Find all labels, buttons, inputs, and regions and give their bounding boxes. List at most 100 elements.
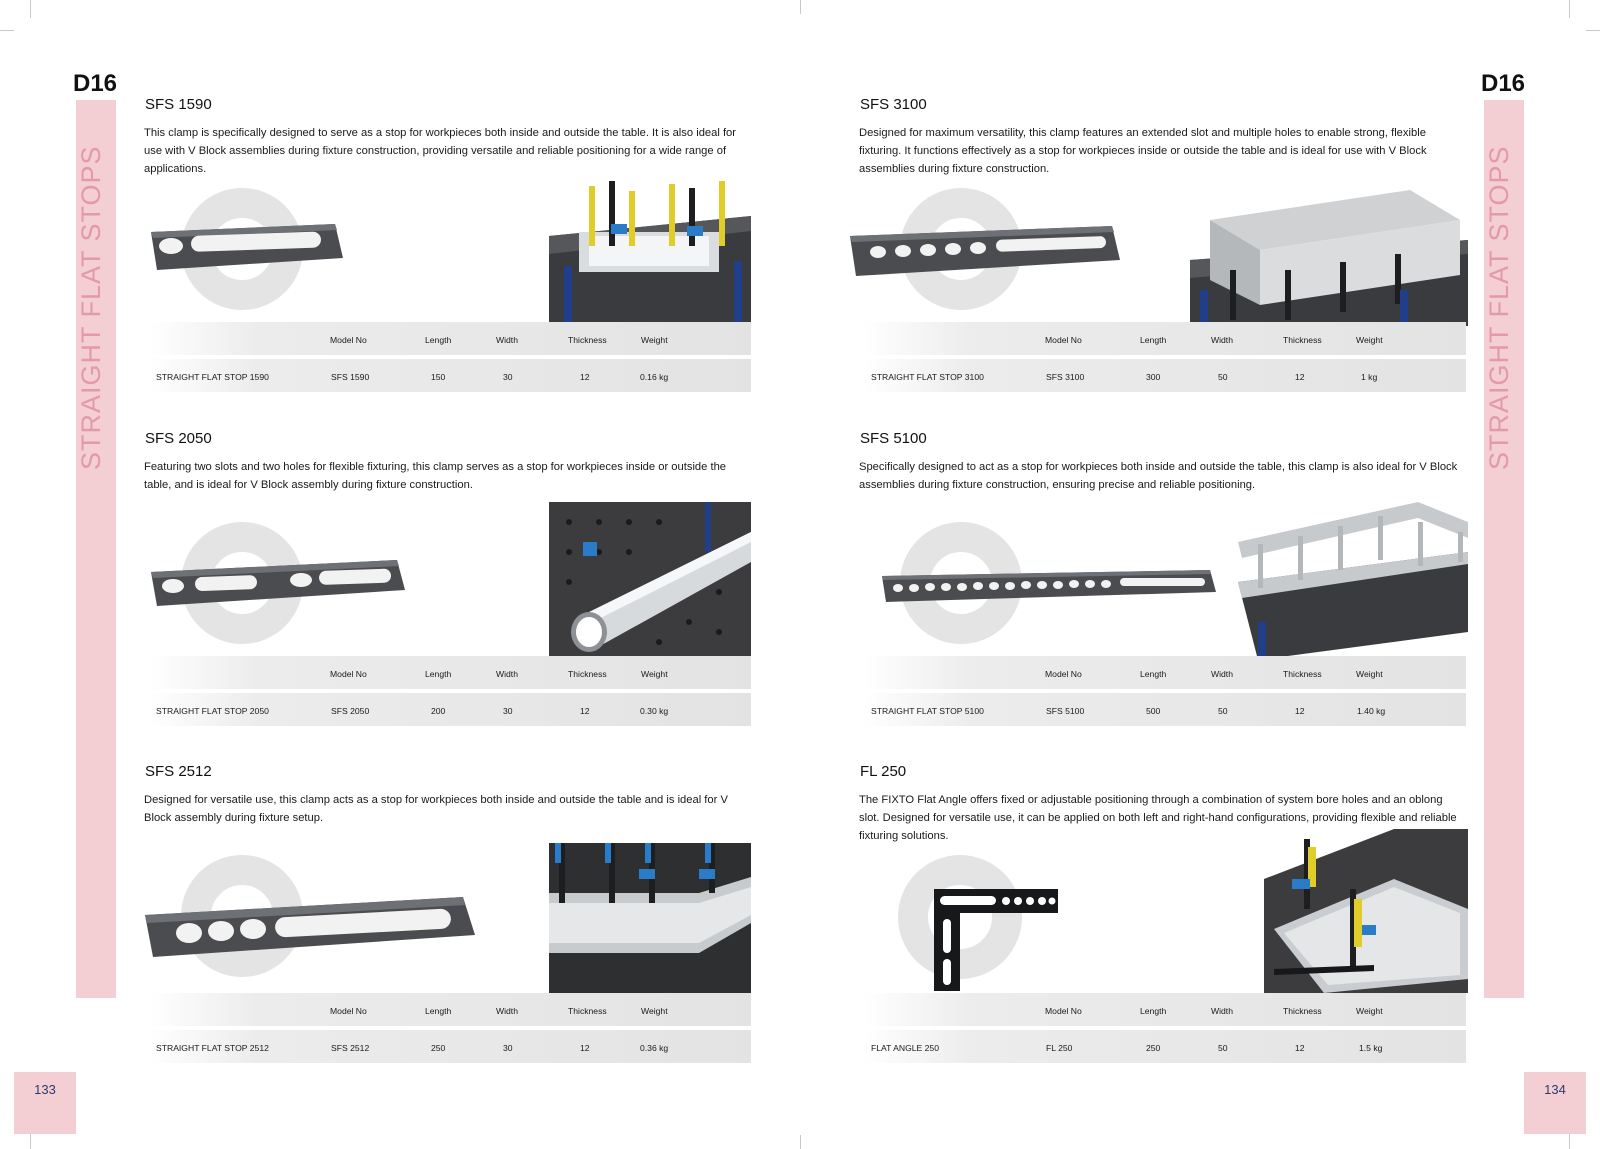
header-weight: Weight <box>1356 1006 1383 1016</box>
cell-width: 30 <box>503 372 513 382</box>
header-width: Width <box>496 669 518 679</box>
header-model-no: Model No <box>330 669 367 679</box>
product-description: Featuring two slots and two holes for fl… <box>144 461 727 491</box>
product-sfs-1590: SFS 1590 This clamp is specifically desi… <box>141 96 751 426</box>
header-model-no: Model No <box>330 1006 367 1016</box>
cell-weight: 1.40 kg <box>1357 706 1386 716</box>
header-weight: Weight <box>1356 669 1383 679</box>
header-weight: Weight <box>641 335 668 345</box>
header-weight: Weight <box>1356 335 1383 345</box>
spec-data-row: STRAIGHT FLAT STOP 2512 SFS 2512 250 30 … <box>149 1030 751 1063</box>
cell-length: 500 <box>1146 706 1161 716</box>
cell-name: FLAT ANGLE 250 <box>871 1043 939 1053</box>
flat-stop-2512-icon <box>145 897 475 957</box>
product-sfs-2512: SFS 2512 Designed for versatile use, thi… <box>141 763 751 1093</box>
header-width: Width <box>1211 335 1233 345</box>
cell-width: 30 <box>503 706 513 716</box>
spec-header-row: Model No Length Width Thickness Weight <box>864 322 1466 355</box>
header-thickness: Thickness <box>568 335 607 345</box>
header-length: Length <box>1140 335 1167 345</box>
spec-header-row: Model No Length Width Thickness Weight <box>149 322 751 355</box>
product-sfs-2050: SFS 2050 Featuring two slots and two hol… <box>141 430 751 760</box>
header-length: Length <box>425 335 452 345</box>
flat-stop-3100-icon <box>850 226 1120 276</box>
cell-width: 50 <box>1218 372 1228 382</box>
cell-model-no: SFS 5100 <box>1046 706 1085 716</box>
product-description: Designed for maximum versatility, this c… <box>859 127 1427 175</box>
cell-thickness: 12 <box>580 706 590 716</box>
header-model-no: Model No <box>1045 669 1082 679</box>
cell-length: 300 <box>1146 372 1161 382</box>
cell-length: 250 <box>431 1043 446 1053</box>
header-width: Width <box>496 335 518 345</box>
cell-name: STRAIGHT FLAT STOP 1590 <box>156 372 269 382</box>
product-code: FL 250 <box>860 763 907 780</box>
product-fl-250: FL 250 The FIXTO Flat Angle offers fixed… <box>856 763 1468 1093</box>
crop-mark <box>1569 0 1570 18</box>
cell-model-no: SFS 2050 <box>331 706 370 716</box>
crop-mark <box>30 1131 31 1149</box>
header-weight: Weight <box>641 669 668 679</box>
header-thickness: Thickness <box>1283 335 1322 345</box>
welding-table-clamps-photo <box>549 176 751 326</box>
cell-width: 30 <box>503 1043 513 1053</box>
header-length: Length <box>1140 1006 1167 1016</box>
cell-model-no: SFS 1590 <box>331 372 370 382</box>
product-code: SFS 3100 <box>860 96 927 113</box>
spine-mark <box>800 0 801 14</box>
cell-weight: 0.36 kg <box>640 1043 669 1053</box>
header-width: Width <box>496 1006 518 1016</box>
flat-angle-250-icon <box>934 889 1058 991</box>
crop-mark <box>30 0 31 18</box>
cell-length: 250 <box>1146 1043 1161 1053</box>
crop-mark <box>1569 1131 1570 1149</box>
cell-name: STRAIGHT FLAT STOP 5100 <box>871 706 984 716</box>
section-title-left: STRAIGHT FLAT STOPS <box>76 145 106 470</box>
header-thickness: Thickness <box>1283 1006 1322 1016</box>
page-code-left: D16 <box>73 70 118 97</box>
spec-data-row: STRAIGHT FLAT STOP 1590 SFS 1590 150 30 … <box>149 359 751 392</box>
cell-thickness: 12 <box>580 1043 590 1053</box>
header-thickness: Thickness <box>1283 669 1322 679</box>
product-description: Specifically designed to act as a stop f… <box>859 461 1458 491</box>
page-number-right: 134 <box>1524 1072 1586 1134</box>
header-model-no: Model No <box>1045 335 1082 345</box>
header-width: Width <box>1211 1006 1233 1016</box>
spec-data-row: FLAT ANGLE 250 FL 250 250 50 12 1.5 kg <box>864 1030 1466 1063</box>
crop-mark <box>0 30 14 31</box>
side-bar-left <box>76 100 116 998</box>
flat-stop-1590-icon <box>151 224 343 270</box>
header-length: Length <box>1140 669 1167 679</box>
product-code: SFS 2050 <box>145 430 212 447</box>
cell-model-no: SFS 3100 <box>1046 372 1085 382</box>
spec-header-row: Model No Length Width Thickness Weight <box>149 993 751 1026</box>
flat-stop-5100-icon <box>882 570 1216 602</box>
spec-data-row: STRAIGHT FLAT STOP 2050 SFS 2050 200 30 … <box>149 693 751 726</box>
cell-thickness: 12 <box>580 372 590 382</box>
cell-thickness: 12 <box>1295 1043 1305 1053</box>
cell-thickness: 12 <box>1295 706 1305 716</box>
cell-name: STRAIGHT FLAT STOP 2512 <box>156 1043 269 1053</box>
cell-width: 50 <box>1218 1043 1228 1053</box>
frame-clamping-photo <box>549 843 751 993</box>
header-width: Width <box>1211 669 1233 679</box>
header-length: Length <box>425 1006 452 1016</box>
cell-name: STRAIGHT FLAT STOP 3100 <box>871 372 984 382</box>
spec-data-row: STRAIGHT FLAT STOP 5100 SFS 5100 500 50 … <box>864 693 1466 726</box>
product-description: The FIXTO Flat Angle offers fixed or adj… <box>859 794 1457 842</box>
header-thickness: Thickness <box>568 669 607 679</box>
header-model-no: Model No <box>330 335 367 345</box>
side-bar-right <box>1484 100 1524 998</box>
product-code: SFS 2512 <box>145 763 212 780</box>
header-length: Length <box>425 669 452 679</box>
crop-mark <box>1586 30 1600 31</box>
product-description: Designed for versatile use, this clamp a… <box>144 794 728 824</box>
flat-angle-table-photo <box>1264 829 1468 993</box>
product-sfs-5100: SFS 5100 Specifically designed to act as… <box>856 430 1468 760</box>
header-thickness: Thickness <box>568 1006 607 1016</box>
header-model-no: Model No <box>1045 1006 1082 1016</box>
page-number-left: 133 <box>14 1072 76 1134</box>
cell-name: STRAIGHT FLAT STOP 2050 <box>156 706 269 716</box>
cell-length: 150 <box>431 372 446 382</box>
cell-weight: 0.30 kg <box>640 706 669 716</box>
